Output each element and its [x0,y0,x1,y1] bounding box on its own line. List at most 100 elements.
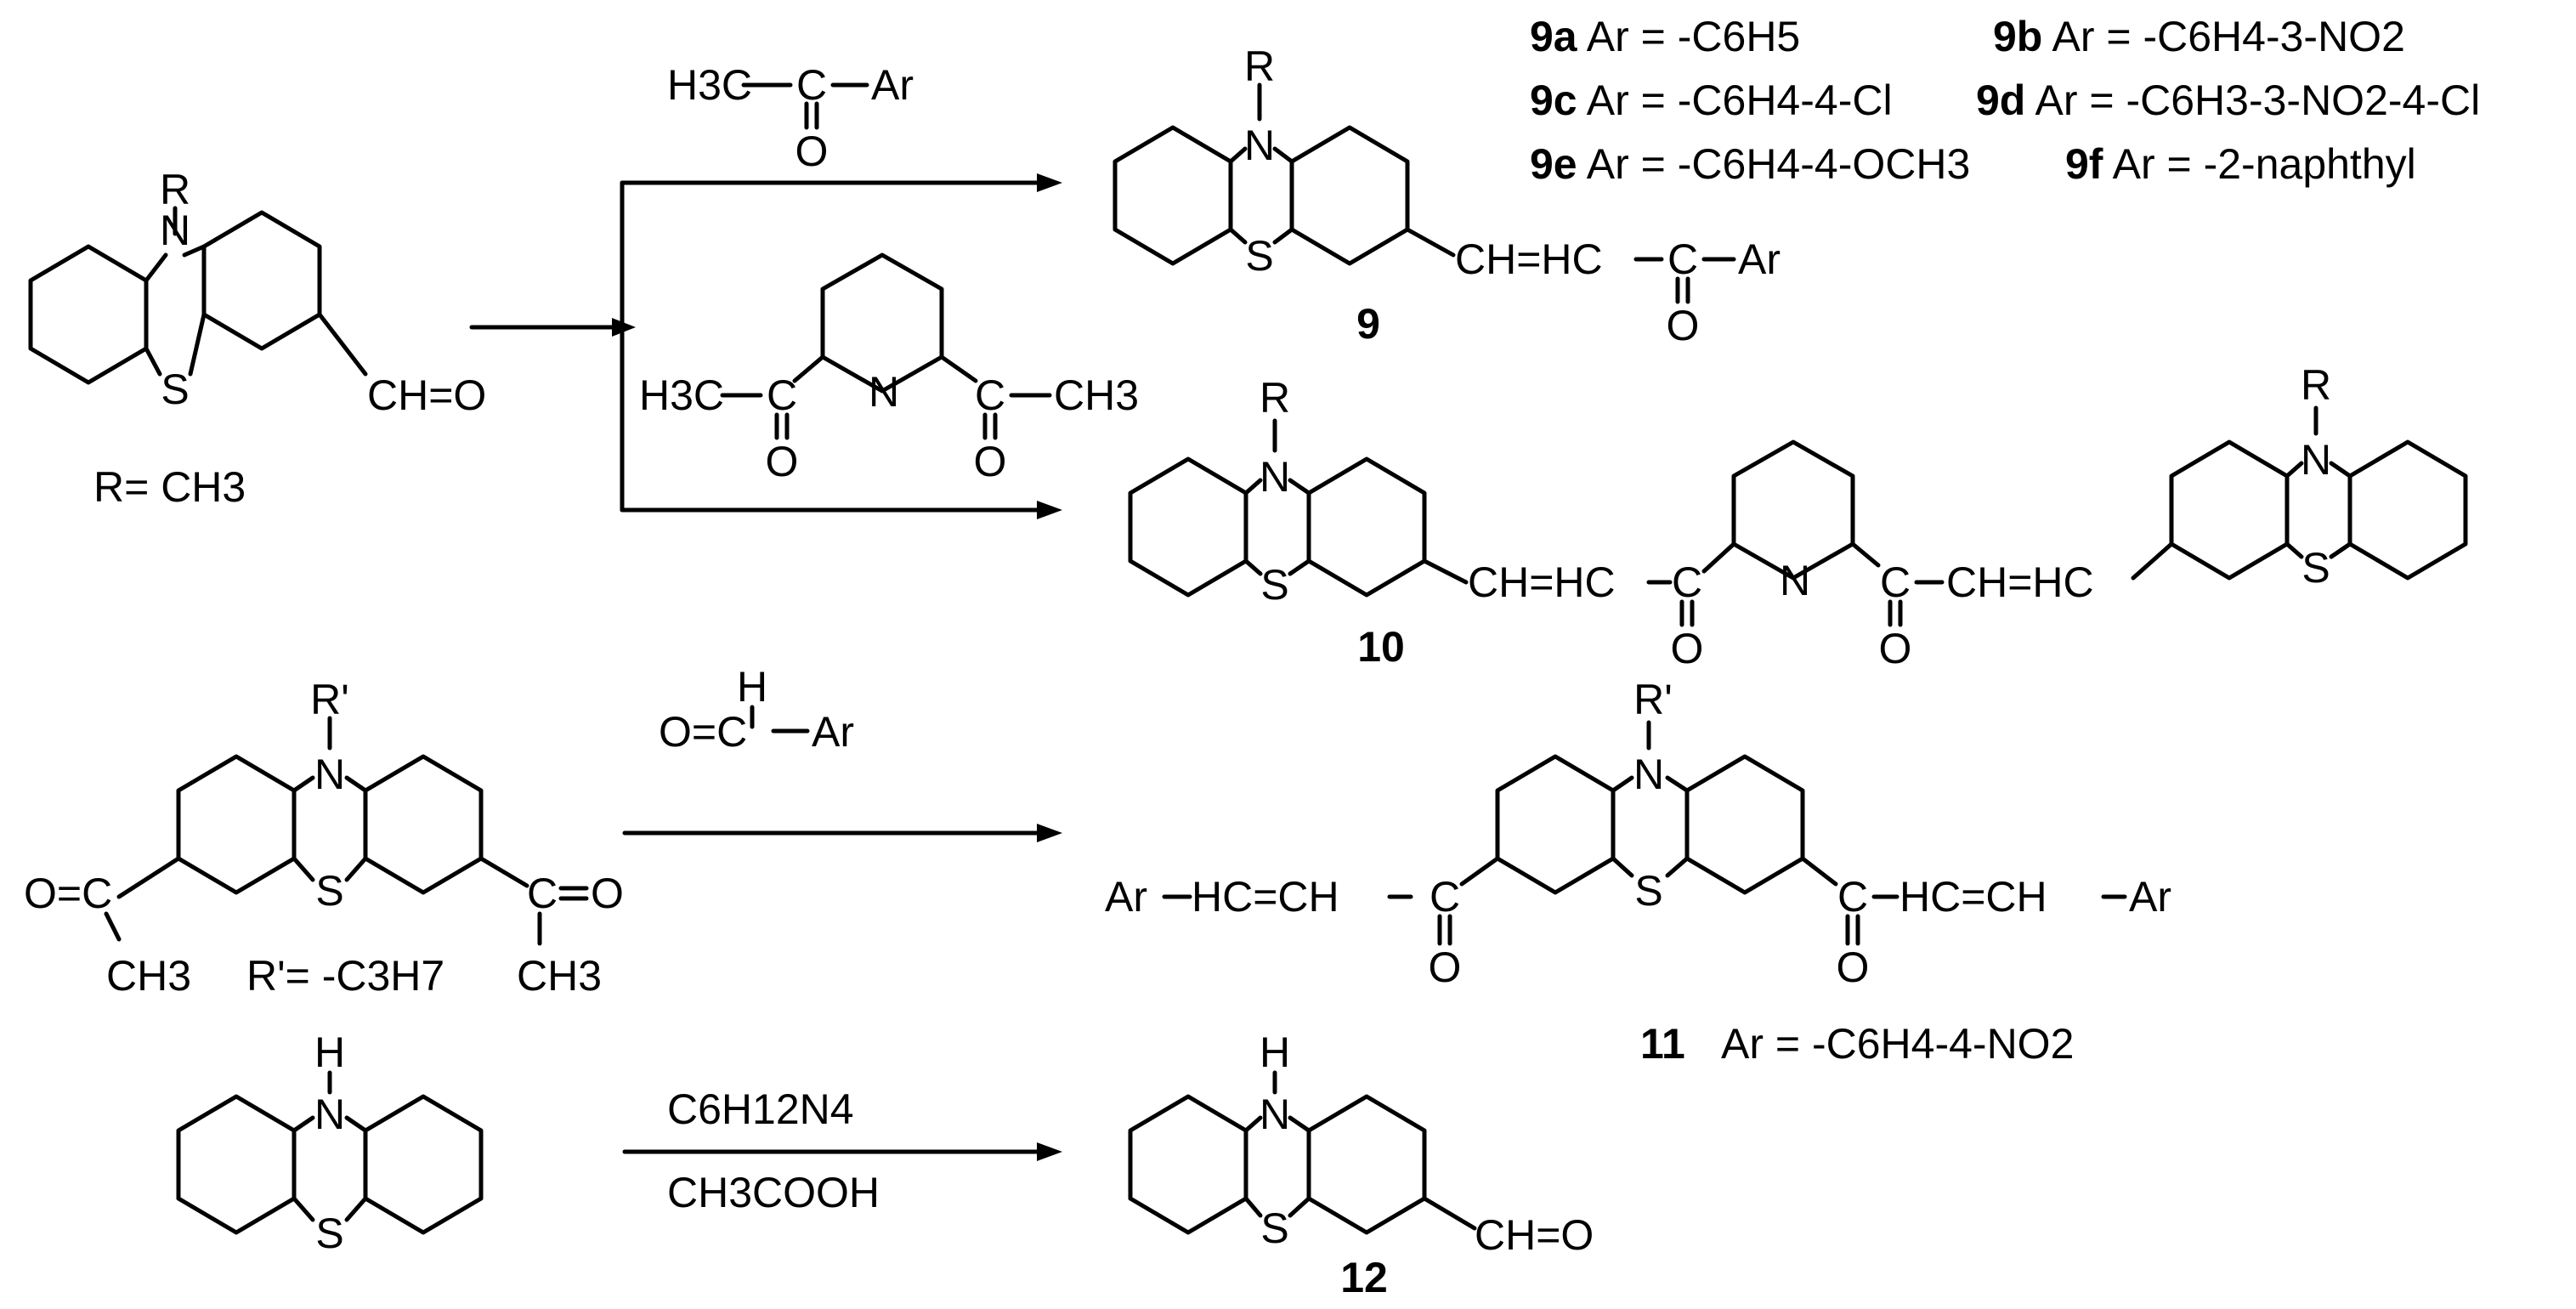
oxygen-label: O [591,870,624,917]
bond [2131,541,2174,581]
r-label: R [1244,42,1275,90]
carbon-label: C [1880,558,1911,606]
rprime-definition: R'= -C3H7 [246,952,444,1000]
starting-phenothiazine: N S H [176,1028,484,1257]
bond [1665,856,1690,878]
carbon-label: C [975,371,1005,419]
nitrogen-label: N [1633,751,1664,798]
s-bond [144,346,162,377]
hydrogen-label: H [1260,1028,1290,1076]
variant-text: Ar = -2-naphthyl [2113,140,2416,188]
variant-id: 9a [1530,13,1578,60]
bond [792,354,825,383]
oxygen-label: O [1429,944,1462,991]
bond [1611,775,1634,793]
variant-text: Ar = -C6H4-4-OCH3 [1587,140,1971,188]
bond [1288,1115,1311,1133]
bond [1228,227,1248,245]
arrow-head [1037,501,1062,519]
reagent-hmta: C6H12N4 [667,1085,854,1133]
reagent-diacetylpyridine: H3C C O N C CH3 O [639,252,1139,485]
reagent-acetophenone: H3C C Ar O [667,61,914,175]
arrow-11 [622,824,1062,842]
variant-9e: 9e Ar = -C6H4-4-OCH3 [1530,140,1970,188]
compound-number: 10 [1357,623,1405,671]
ar-label: Ar [2129,873,2171,921]
nitrogen-label: N [1244,122,1275,169]
pyridine-ring [1731,439,1855,581]
n-bond [144,252,168,283]
reagent-acetic-acid: CH3COOH [667,1169,880,1216]
bond [104,911,122,942]
bond [2284,461,2304,479]
bond [344,1115,368,1133]
nitrogen-label: N [1260,453,1290,501]
r-label: R [1260,374,1290,422]
carbon-label: C [767,371,797,419]
ar-definition: Ar = -C6H4-4-NO2 [1721,1020,2074,1068]
sulfur-label: S [1245,232,1273,280]
bond [1243,1115,1263,1133]
bond [1611,856,1634,878]
bond [2329,541,2352,559]
benzene-ring [1306,1094,1427,1235]
oxygen-label: O [974,438,1007,485]
ar-label: Ar [812,708,854,756]
cho-bond [317,312,368,377]
ar-label: Ar [1738,235,1781,283]
bond [2284,541,2304,559]
sulfur-label: S [161,366,189,413]
compound-number: 9 [1356,300,1380,348]
ketone-label: O=C [24,870,112,917]
ch3-label: CH3 [1054,371,1139,419]
vinyl-label: CH=HC [1455,235,1603,283]
vinyl-label: CH=HC [1946,558,2094,606]
bond [1850,541,1881,568]
carbon-label: C [527,870,558,917]
product-12: N S H CH=O 12 [1128,1028,1594,1301]
reagent-aldehyde: H O=C Ar [659,663,854,756]
benzene-ring [1684,754,1805,895]
s-bond [188,312,207,377]
bond [292,1115,315,1133]
oxygen-label: O [1879,625,1912,672]
product-9: N S R CH=HC C Ar O 9 [1112,42,1781,349]
sulfur-label: S [1634,867,1662,915]
bond [1272,227,1294,245]
variant-9b: 9b Ar = -C6H4-3-NO2 [1993,13,2405,60]
variant-id: 9b [1993,13,2042,60]
benzene-ring [1495,754,1616,895]
bond [292,1196,315,1222]
bond [478,856,529,888]
starting-aldehyde: N S R CH=O R= CH3 [28,166,486,511]
vinyl-label: HC=CH [1899,873,2047,921]
bond [344,1196,368,1222]
benzene-ring [363,1094,484,1235]
ar-label: Ar [871,61,914,109]
benzene-ring [1128,456,1248,598]
oxygen-label: O [1837,944,1870,991]
carbon-label: C [1430,873,1460,921]
variant-9f: 9f Ar = -2-naphthyl [2065,140,2416,188]
bond [344,775,368,793]
variant-id: 9d [1976,76,2025,124]
arrow-head [1037,173,1062,192]
bond [1243,558,1263,576]
variant-9a: 9a Ar = -C6H5 [1530,13,1800,60]
nitrogen-label: N [1260,1091,1290,1138]
r-label: R [2301,361,2331,409]
ch3-label: CH3 [106,952,191,1000]
carbon-label: C [1837,873,1868,921]
variant-text: Ar = -C6H4-3-NO2 [2052,13,2405,60]
variant-list: 9a Ar = -C6H5 9b Ar = -C6H4-3-NO2 9c Ar … [1530,13,2480,188]
bond [1422,558,1469,585]
oxygen-label: O [795,128,829,175]
oxygen-label: O [1667,302,1700,349]
bond [1272,146,1294,164]
h3c-label: H3C [667,61,752,109]
nitrogen-label: N [314,751,345,798]
n-bond [182,244,207,258]
nitrogen-label: N [314,1091,345,1138]
r-definition: R= CH3 [93,463,246,511]
